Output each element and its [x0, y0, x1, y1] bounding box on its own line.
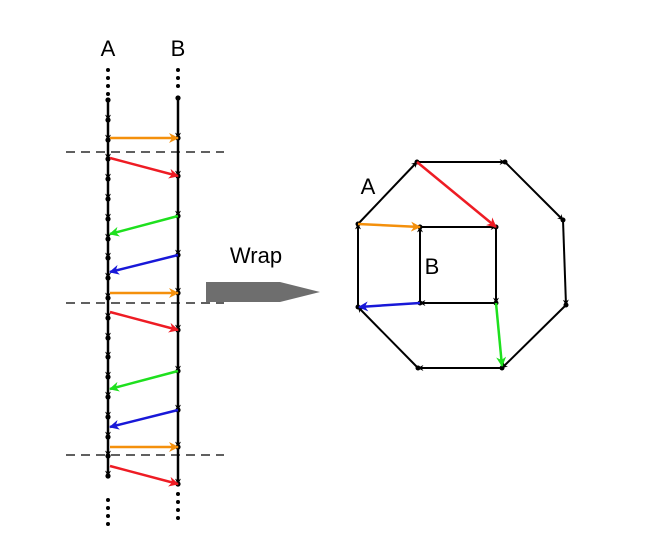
- lane-node: [105, 453, 111, 459]
- lane-node: [105, 394, 111, 400]
- red-arrow: [109, 464, 179, 487]
- lane-node: [105, 137, 111, 143]
- ring-edge: [501, 304, 567, 369]
- right-arrow-icon: [206, 282, 320, 302]
- lane-node: [105, 354, 111, 360]
- red-arrow: [109, 156, 179, 179]
- lane-node: [105, 275, 111, 281]
- lane-node: [105, 335, 111, 341]
- lane-node: [105, 156, 111, 162]
- lane-b-continuation-dots: [176, 68, 180, 520]
- red-arrow: [109, 310, 179, 333]
- lane-node: [105, 196, 111, 202]
- wrap-transition: Wrap: [206, 243, 320, 302]
- lane-node: [105, 176, 111, 182]
- lane-b-chain: [175, 95, 181, 487]
- lane-node: [105, 255, 111, 261]
- green-arrow: [494, 302, 507, 367]
- lane-node: [105, 295, 111, 301]
- lane-node: [105, 473, 111, 479]
- green-arrow: [109, 369, 179, 392]
- wrapped-ring: A B: [355, 159, 569, 371]
- inner-ring-b: [417, 224, 499, 306]
- lane-a-label: A: [101, 36, 116, 61]
- lane-a-continuation-dots: [106, 68, 110, 526]
- green-arrow: [109, 214, 179, 237]
- ring-edge: [357, 306, 419, 369]
- lane-node: [105, 315, 111, 321]
- unwrapped-lanes: A B: [66, 36, 224, 526]
- blue-arrow: [358, 301, 421, 312]
- lane-node: [175, 95, 181, 101]
- lane-node: [105, 374, 111, 380]
- outer-ring-a: [355, 159, 569, 371]
- ring-edge: [562, 219, 569, 306]
- red-arrow: [416, 161, 497, 228]
- outer-ring-nodes: [355, 159, 569, 371]
- ring-edge: [504, 161, 564, 221]
- lane-a-chain: [105, 97, 111, 479]
- lane-node: [105, 236, 111, 242]
- lane-node: [105, 97, 111, 103]
- orange-arrow: [357, 221, 421, 232]
- lane-node: [105, 216, 111, 222]
- wrap-label: Wrap: [230, 243, 282, 268]
- ring-edge: [357, 161, 418, 225]
- lane-b-label: B: [171, 36, 186, 61]
- ring-inner-label: B: [425, 254, 440, 279]
- lane-node: [105, 117, 111, 123]
- lane-node: [105, 414, 111, 420]
- blue-arrow: [109, 408, 179, 430]
- lane-node: [105, 434, 111, 440]
- ring-outer-label: A: [361, 174, 376, 199]
- blue-arrow: [109, 253, 179, 275]
